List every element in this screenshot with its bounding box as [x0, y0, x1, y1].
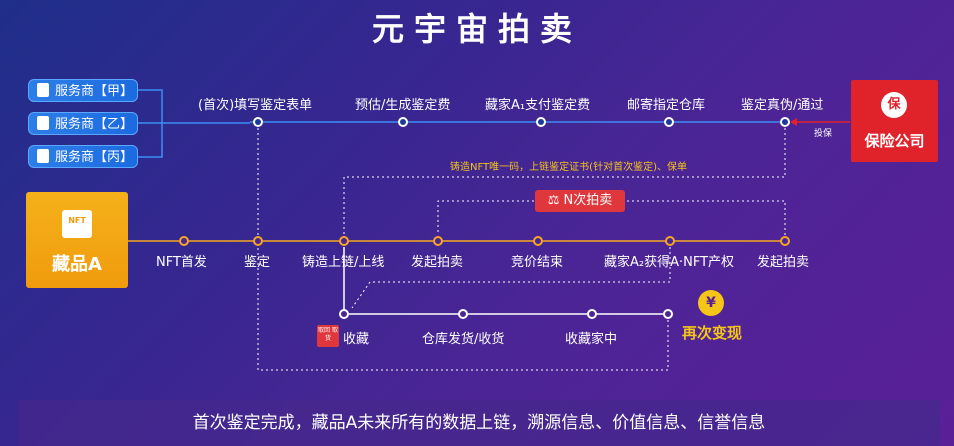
step-pay-fee: 藏家A₁支付鉴定费: [485, 98, 591, 113]
page-title: 元宇宙拍卖: [371, 10, 582, 48]
gavel-icon: ⚖: [547, 193, 564, 208]
service-provider-b[interactable]: 服务商【乙】: [28, 112, 138, 135]
collectible-name: 藏品A: [52, 254, 102, 275]
box-icon: [62, 210, 92, 238]
collectible-card: NFT 藏品A: [26, 192, 128, 288]
step-appraisal: 鉴定: [244, 255, 271, 270]
step-collect: 收藏: [343, 332, 370, 347]
step-mail-warehouse: 邮寄指定仓库: [627, 98, 706, 113]
step-home-collection: 收藏家中: [565, 332, 618, 347]
document-icon: [37, 149, 49, 163]
step-a2-ownership: 藏家A₂获得A·NFT产权: [604, 255, 735, 270]
step-bidding-end: 竞价结束: [511, 255, 564, 270]
step-ship-receive: 仓库发货/收货: [422, 332, 505, 347]
step-start-auction: 发起拍卖: [411, 255, 464, 270]
shield-icon: 保: [881, 92, 907, 118]
cast-note: 铸造NFT唯一码，上链鉴定证书(针对首次鉴定)、保单: [450, 162, 687, 173]
step-estimate-fee: 预估/生成鉴定费: [355, 98, 451, 113]
step-start-auction-2: 发起拍卖: [757, 255, 810, 270]
service-provider-a[interactable]: 服务商【甲】: [28, 79, 138, 102]
insurance-label: 保险公司: [864, 132, 925, 150]
footer-note: 首次鉴定完成，藏品A未来所有的数据上链，溯源信息、价值信息、信誉信息: [18, 400, 940, 446]
service-provider-c[interactable]: 服务商【丙】: [28, 145, 138, 168]
insure-action: 投保: [814, 129, 833, 139]
n-auction-badge: ⚖ N次拍卖: [535, 190, 625, 212]
step-mint-online: 铸造上链/上线: [302, 255, 385, 270]
insurance-company: 保 保险公司: [851, 80, 938, 162]
document-icon: [37, 83, 49, 97]
yen-icon: ¥: [698, 290, 724, 316]
step-fill-form: (首次)填写鉴定表单: [198, 98, 313, 113]
retrieve-stamp-icon: 取回 取货: [317, 325, 339, 347]
cash-again-label: 再次变现: [682, 324, 743, 342]
document-icon: [37, 116, 49, 130]
step-nft-launch: NFT首发: [156, 255, 207, 270]
step-verify: 鉴定真伪/通过: [741, 98, 824, 113]
